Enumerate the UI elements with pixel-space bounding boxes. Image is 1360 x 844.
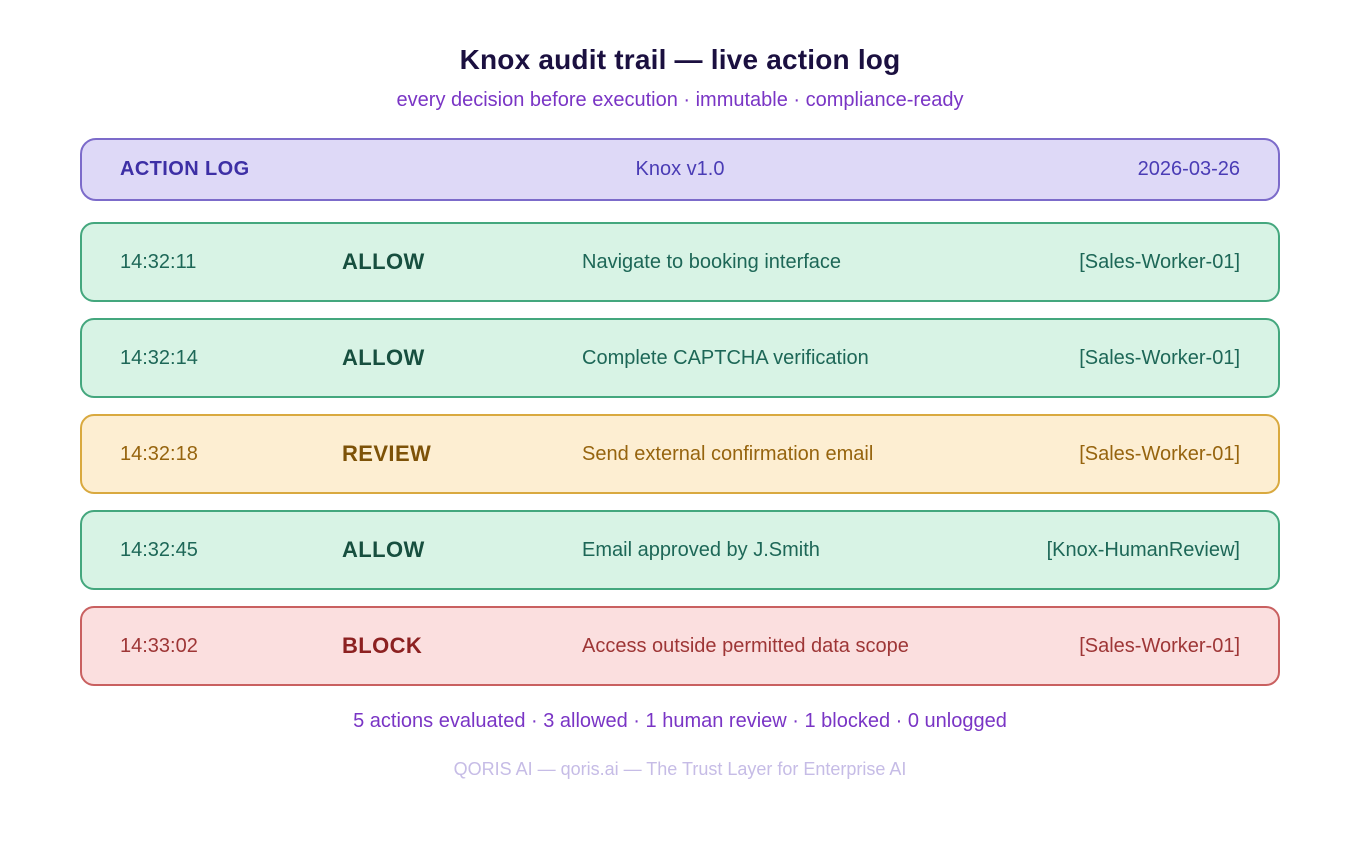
timestamp: 14:32:18 [120, 442, 198, 465]
decision-badge: ALLOW [342, 537, 425, 562]
action-description: Navigate to booking interface [582, 250, 842, 273]
log-header-version: Knox v1.0 [635, 158, 725, 180]
audit-trail-page: Knox audit trail — live action log every… [0, 44, 1360, 844]
action-log-panel: ACTION LOG Knox v1.0 2026-03-26 14:32:11… [80, 138, 1280, 686]
agent-tag: [Sales-Worker-01] [1079, 634, 1240, 657]
agent-tag: [Sales-Worker-01] [1079, 250, 1240, 273]
timestamp: 14:33:02 [120, 634, 198, 657]
decision-badge: REVIEW [342, 441, 432, 466]
page-subtitle: every decision before execution · immuta… [396, 89, 964, 111]
page-title: Knox audit trail — live action log [459, 44, 901, 75]
log-header-title: ACTION LOG [120, 158, 250, 180]
timestamp: 14:32:11 [120, 250, 197, 273]
action-description: Email approved by J.Smith [582, 538, 820, 561]
log-row: 14:32:18 REVIEW Send external confirmati… [80, 414, 1280, 494]
agent-tag: [Sales-Worker-01] [1079, 346, 1240, 369]
log-row: 14:32:14 ALLOW Complete CAPTCHA verifica… [80, 318, 1280, 398]
decision-badge: ALLOW [342, 345, 425, 370]
action-description: Access outside permitted data scope [582, 634, 909, 657]
log-row: 14:33:02 BLOCK Access outside permitted … [80, 606, 1280, 686]
log-header-date: 2026-03-26 [1137, 158, 1240, 180]
action-description: Send external confirmation email [582, 442, 874, 465]
action-log-list: 14:32:11 ALLOW Navigate to booking inter… [80, 222, 1280, 686]
action-description: Complete CAPTCHA verification [582, 346, 869, 369]
log-row: 14:32:45 ALLOW Email approved by J.Smith… [80, 510, 1280, 590]
log-header: ACTION LOG Knox v1.0 2026-03-26 [80, 138, 1280, 201]
agent-tag: [Sales-Worker-01] [1079, 442, 1240, 465]
log-row: 14:32:11 ALLOW Navigate to booking inter… [80, 222, 1280, 302]
agent-tag: [Knox-HumanReview] [1046, 538, 1240, 561]
brand-footer: QORIS AI — qoris.ai — The Trust Layer fo… [453, 759, 907, 779]
decision-badge: ALLOW [342, 249, 425, 274]
timestamp: 14:32:14 [120, 346, 198, 369]
decision-badge: BLOCK [342, 633, 423, 658]
timestamp: 14:32:45 [120, 538, 198, 561]
summary-stats: 5 actions evaluated · 3 allowed · 1 huma… [353, 710, 1007, 732]
